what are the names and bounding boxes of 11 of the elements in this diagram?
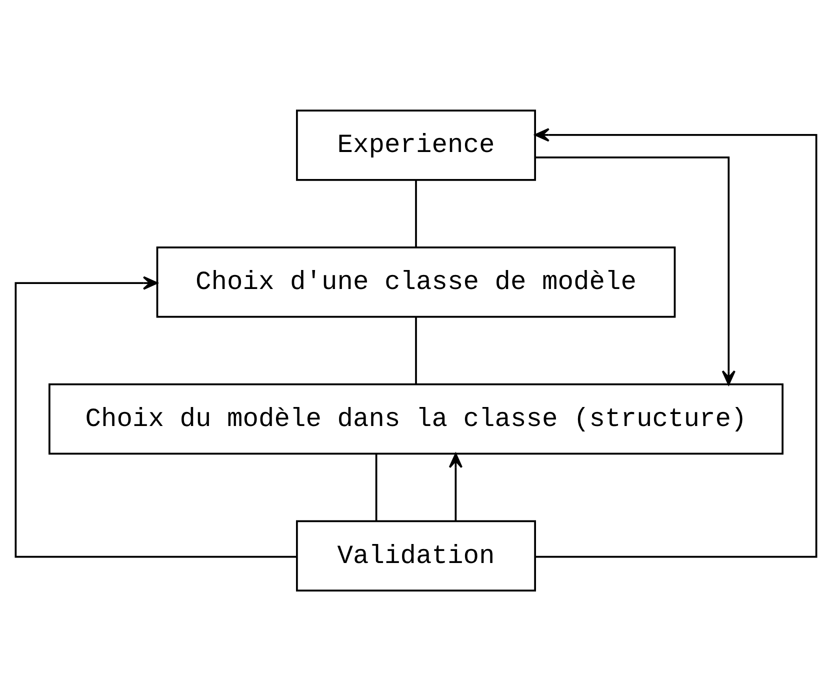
connector	[415, 316, 417, 384]
arrow	[534, 128, 818, 558]
arrow	[14, 276, 296, 558]
arrow	[535, 156, 736, 385]
connector	[415, 180, 417, 246]
connector	[375, 454, 378, 520]
node-box: Experience	[296, 109, 536, 180]
node-box: Choix d'une classe de modèle	[156, 246, 676, 318]
arrow	[448, 452, 463, 520]
node-box: Validation	[296, 520, 536, 591]
node-box: Choix du modèle dans la classe (structure)	[48, 382, 784, 454]
